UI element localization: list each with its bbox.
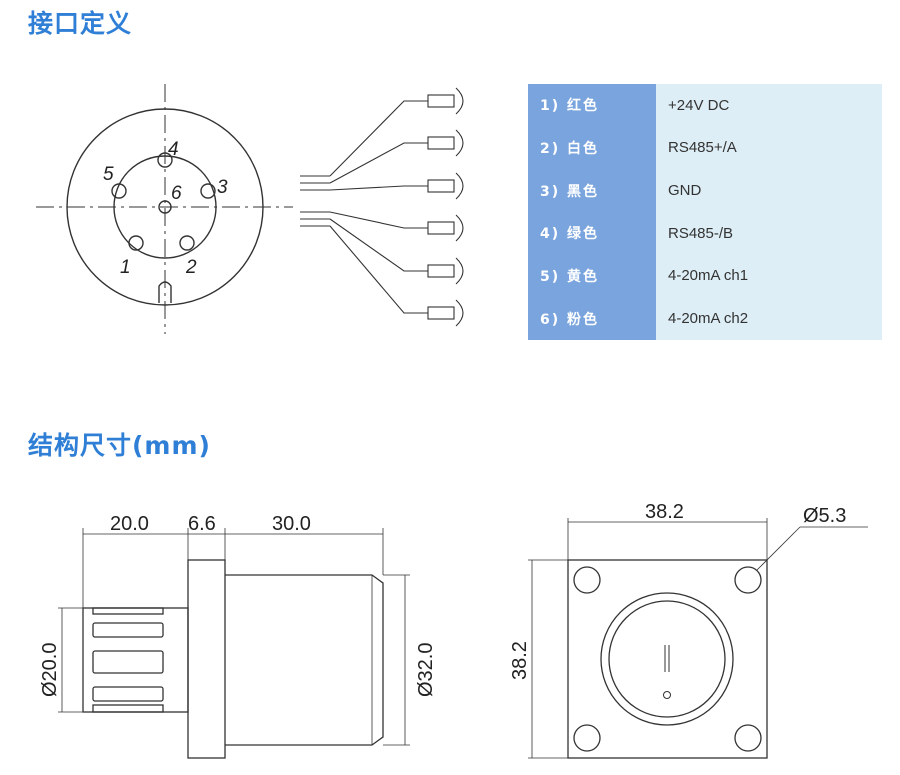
- pin-color-cell: 6) 粉色: [528, 297, 656, 340]
- pin-label-1: 1: [120, 257, 131, 278]
- mounting-hole: [734, 566, 762, 594]
- pin-color-cell: 5) 黄色: [528, 254, 656, 298]
- pin-label-6: 6: [171, 183, 182, 204]
- mounting-hole: [734, 724, 762, 752]
- pin-hole-3: [200, 183, 216, 199]
- mounting-flange: [567, 559, 768, 759]
- table-row: 4) 绿色 RS485-/B: [528, 211, 882, 255]
- wire-harness: [300, 87, 464, 327]
- pin-function-cell: RS485+/A: [656, 126, 882, 170]
- pin-function-cell: GND: [656, 169, 882, 212]
- dim-dia-32: Ø32.0: [415, 643, 437, 697]
- pin-function-cell: 4-20mA ch2: [656, 297, 882, 340]
- pin-function-cell: +24V DC: [656, 84, 882, 127]
- table-row: 2) 白色 RS485+/A: [528, 126, 882, 170]
- dim-length-20: 20.0: [110, 513, 149, 535]
- front-view-drawing: 38.2 Ø5.3 38.2: [509, 501, 868, 759]
- interface-definition-title: 接口定义: [28, 9, 133, 38]
- connector-pin-diagram: 1 2 3 4 5 6: [36, 84, 464, 334]
- dim-height-38-2: 38.2: [509, 641, 531, 680]
- dim-dia-20: Ø20.0: [39, 643, 61, 697]
- pin-hole-4: [157, 152, 173, 168]
- sensor-face-outer: [600, 592, 734, 726]
- pin-hole-5: [111, 183, 127, 199]
- pin-color-cell: 3) 黑色: [528, 169, 656, 212]
- mounting-hole: [573, 724, 601, 752]
- pin-function-cell: RS485-/B: [656, 211, 882, 255]
- sensor-face-inner: [608, 600, 726, 718]
- pin-hole-6: [158, 200, 172, 214]
- pin-label-4: 4: [168, 139, 179, 160]
- pin-hole-2: [179, 235, 195, 251]
- pin-color-cell: 2) 白色: [528, 126, 656, 170]
- pin-function-cell: 4-20mA ch1: [656, 254, 882, 298]
- pin-label-3: 3: [217, 177, 228, 198]
- pin-hole-1: [128, 235, 144, 251]
- pin-label-2: 2: [185, 257, 197, 278]
- mounting-hole: [573, 566, 601, 594]
- table-row: 1) 红色 +24V DC: [528, 84, 882, 127]
- table-row: 6) 粉色 4-20mA ch2: [528, 297, 882, 340]
- dim-hole-5-3: Ø5.3: [803, 505, 846, 527]
- structure-dimensions-title: 结构尺寸(mm): [28, 431, 211, 460]
- side-view-drawing: 20.0 6.6 30.0 Ø20.0 Ø32.0: [39, 513, 437, 759]
- table-row: 3) 黑色 GND: [528, 169, 882, 212]
- table-row: 5) 黄色 4-20mA ch1: [528, 254, 882, 298]
- pin-color-cell: 4) 绿色: [528, 211, 656, 255]
- pin-color-cell: 1) 红色: [528, 84, 656, 127]
- dim-length-6-6: 6.6: [188, 513, 216, 535]
- pin-definition-table: 1) 红色 +24V DC 2) 白色 RS485+/A 3) 黑色 GND 4…: [528, 84, 882, 340]
- pin-label-5: 5: [103, 164, 114, 185]
- connector-key-notch: [158, 281, 172, 303]
- dim-length-30: 30.0: [272, 513, 311, 535]
- dim-width-38-2: 38.2: [645, 501, 684, 523]
